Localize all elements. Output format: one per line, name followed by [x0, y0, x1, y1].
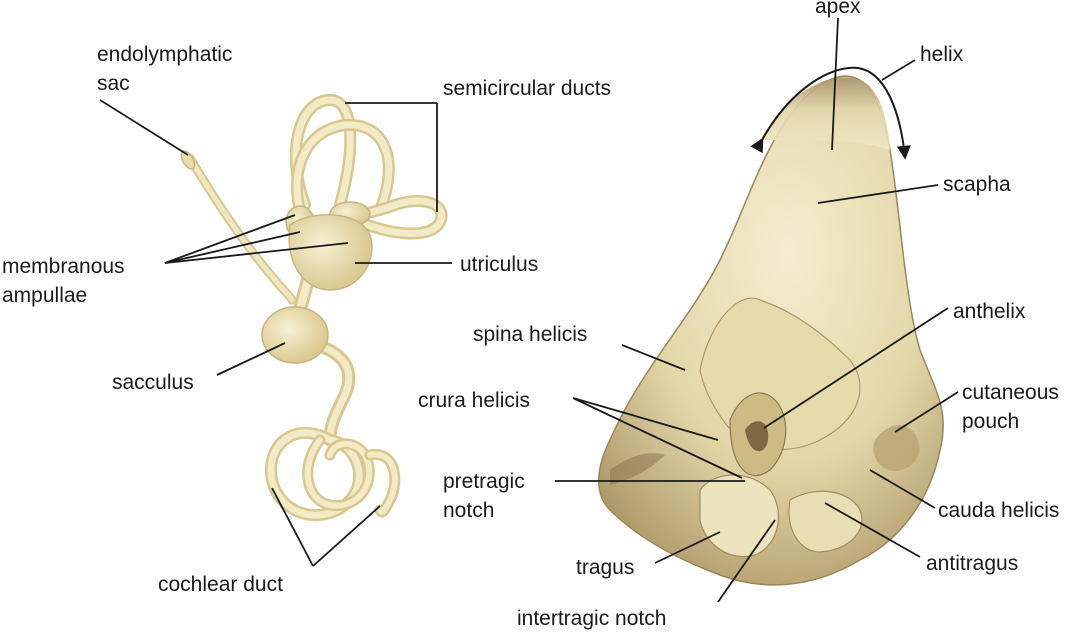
utriculus-body — [285, 201, 373, 291]
label-pretragic-notch: pretragic notch — [443, 467, 525, 525]
label-spina-helicis: spina helicis — [473, 323, 588, 346]
label-intertragic-notch: intertragic notch — [517, 607, 667, 630]
sacculus-body — [261, 306, 329, 364]
label-cauda-helicis: cauda helicis — [938, 499, 1060, 522]
label-pretragic-notch-line1: pretragic — [443, 470, 525, 493]
membranous-labyrinth — [185, 94, 448, 522]
label-pretragic-notch-line2: notch — [443, 499, 495, 522]
label-tragus: tragus — [576, 556, 635, 579]
label-crura-helicis: crura helicis — [418, 389, 531, 412]
label-cutaneous-pouch-line1: cutaneous — [962, 381, 1059, 404]
label-endolymphatic-sac-line2: sac — [97, 72, 130, 95]
label-utriculus: utriculus — [460, 253, 539, 276]
label-cochlear-duct: cochlear duct — [158, 573, 283, 596]
label-membranous-ampullae: membranous ampullae — [2, 252, 125, 310]
label-cutaneous-pouch-line2: pouch — [962, 410, 1020, 433]
label-helix: helix — [920, 43, 964, 66]
label-antitragus: antitragus — [926, 552, 1019, 575]
label-scapha: scapha — [943, 173, 1011, 196]
pinna — [598, 75, 944, 586]
label-membranous-ampullae-line1: membranous — [2, 255, 125, 278]
label-cutaneous-pouch: cutaneous pouch — [962, 378, 1059, 436]
label-sacculus: sacculus — [112, 371, 194, 394]
label-apex: apex — [815, 0, 861, 18]
helix-arrow — [750, 66, 911, 160]
label-endolymphatic-sac: endolymphatic sac — [97, 40, 232, 98]
label-endolymphatic-sac-line1: endolymphatic — [97, 43, 233, 66]
label-membranous-ampullae-line2: ampullae — [2, 284, 88, 307]
label-anthelix: anthelix — [953, 300, 1026, 323]
label-semicircular-ducts: semicircular ducts — [443, 77, 612, 100]
leader-lines — [99, 17, 959, 603]
